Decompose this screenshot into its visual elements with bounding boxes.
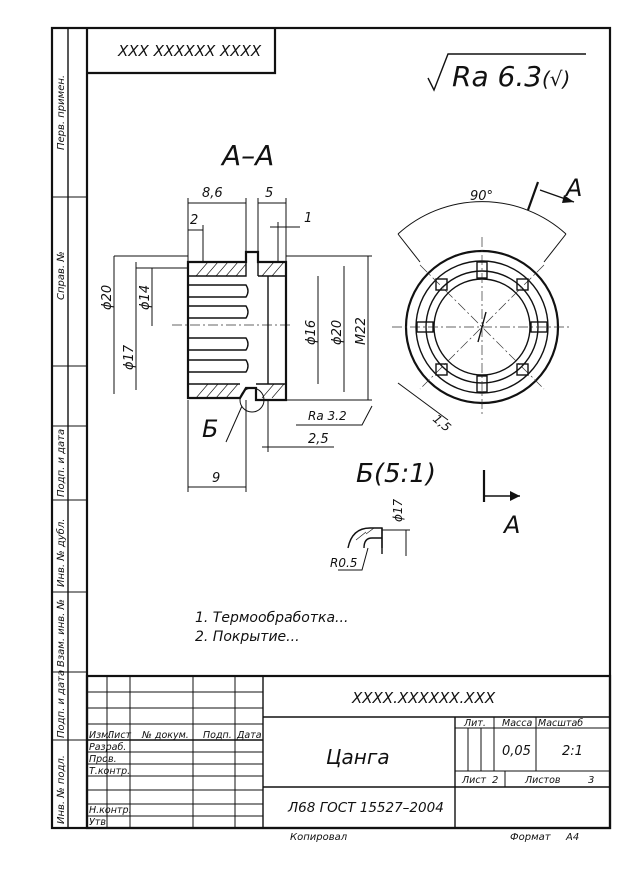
right-diameter-dims [286, 255, 372, 401]
copied-label: Копировал [290, 832, 348, 843]
section-hatching [195, 261, 285, 399]
mass-value: 0,05 [502, 744, 531, 759]
section-view-label: А–А [220, 139, 274, 172]
section-mark-top [526, 181, 575, 211]
sheets-number: 3 [588, 775, 594, 786]
dim-2: 2 [190, 213, 198, 228]
sheet-label: Лист [461, 775, 487, 786]
dim-1: 1 [304, 211, 312, 226]
end-view-slots [416, 261, 548, 393]
scale-label: Масштаб [538, 718, 583, 729]
dim-2-5: 2,5 [308, 432, 329, 447]
dim-ra32: Ra 3.2 [308, 409, 347, 423]
material: Л68 ГОСТ 15527–2004 [287, 800, 444, 816]
detail-ref-letter: Б [202, 415, 218, 443]
dim-1-5: 1,5 [430, 412, 454, 435]
detail-title: Б(5:1) [356, 459, 436, 489]
detail-phi17: ϕ17 [391, 498, 405, 522]
header-data: Дата [236, 730, 262, 741]
detail-view [338, 527, 410, 571]
detail-callout-circle [239, 387, 265, 413]
side-label-sprav-no: Справ. № [56, 251, 67, 300]
dim-phi20-right: ϕ20 [330, 320, 345, 345]
sheet-number: 2 [492, 775, 498, 786]
side-label-inv-dubl: Инв. № дубл. [55, 519, 67, 587]
header-doc-no: № докум. [141, 730, 189, 741]
dim-8-6: 8,6 [202, 186, 223, 201]
ra32-leader [296, 405, 373, 426]
side-label-perv-primen: Перв. примен. [56, 75, 67, 150]
header-podp: Подп. [203, 730, 232, 741]
mass-label: Масса [502, 718, 532, 729]
angle-arc [397, 201, 567, 235]
header-code: XXX XXXXXX XXXX [117, 42, 262, 60]
role-tkontr: Т.контр. [89, 766, 130, 777]
lit-label: Лит. [463, 718, 486, 729]
doc-code: XXXX.XXXXXX.XXX [351, 689, 496, 707]
collet-section-body [186, 250, 288, 402]
dim-9-lines [187, 400, 247, 492]
section-mark-bottom [482, 470, 520, 502]
role-utv: Утв. [89, 817, 109, 828]
side-column-lines [52, 196, 87, 741]
dim-phi20-left: ϕ20 [100, 285, 115, 310]
dim-phi14: ϕ14 [138, 285, 153, 310]
dim-phi17: ϕ17 [122, 344, 137, 370]
surface-finish-suffix: (√) [542, 67, 570, 91]
section-mark-top-label: A [564, 174, 582, 202]
role-prov: Пров. [89, 754, 117, 765]
dim-phi16: ϕ16 [304, 320, 319, 345]
note-2: 2. Покрытие... [195, 629, 300, 645]
dim-angle: 90° [470, 189, 493, 204]
role-nkontr: Н.контр. [89, 805, 132, 816]
role-razrab: Разраб. [89, 742, 126, 753]
format-value: А4 [565, 832, 579, 843]
part-name: Цанга [326, 745, 390, 769]
header-list: Лист [106, 730, 132, 741]
scale-value: 2:1 [562, 744, 583, 759]
side-label-vzam-inv: Взам. инв. № [56, 599, 67, 667]
surface-finish-symbol: Ra 6.3 (√) [427, 53, 586, 93]
collet-end-view [392, 237, 572, 417]
title-block [85, 674, 612, 830]
note-1: 1. Термообработка... [195, 610, 348, 626]
header-code-box [87, 28, 277, 75]
side-label-podp-data-2: Подп. и дата [56, 670, 67, 738]
surface-finish-value: Ra 6.3 [452, 60, 542, 93]
dim-1-5-line [397, 382, 449, 421]
side-label-podp-data-1: Подп. и дата [56, 429, 67, 497]
dim-m22: M22 [354, 317, 369, 345]
top-dimensions [187, 198, 300, 262]
dim-5: 5 [265, 186, 273, 201]
format-label: Формат [510, 832, 552, 843]
side-label-inv-podl: Инв. № подл. [56, 755, 67, 824]
left-diameter-dims [113, 255, 188, 394]
section-mark-bottom-label: A [502, 511, 520, 539]
dim-9: 9 [212, 471, 220, 486]
detail-radius: R0.5 [330, 556, 357, 570]
sheets-label: Листов [524, 775, 561, 786]
header-izm: Изм. [89, 730, 111, 741]
